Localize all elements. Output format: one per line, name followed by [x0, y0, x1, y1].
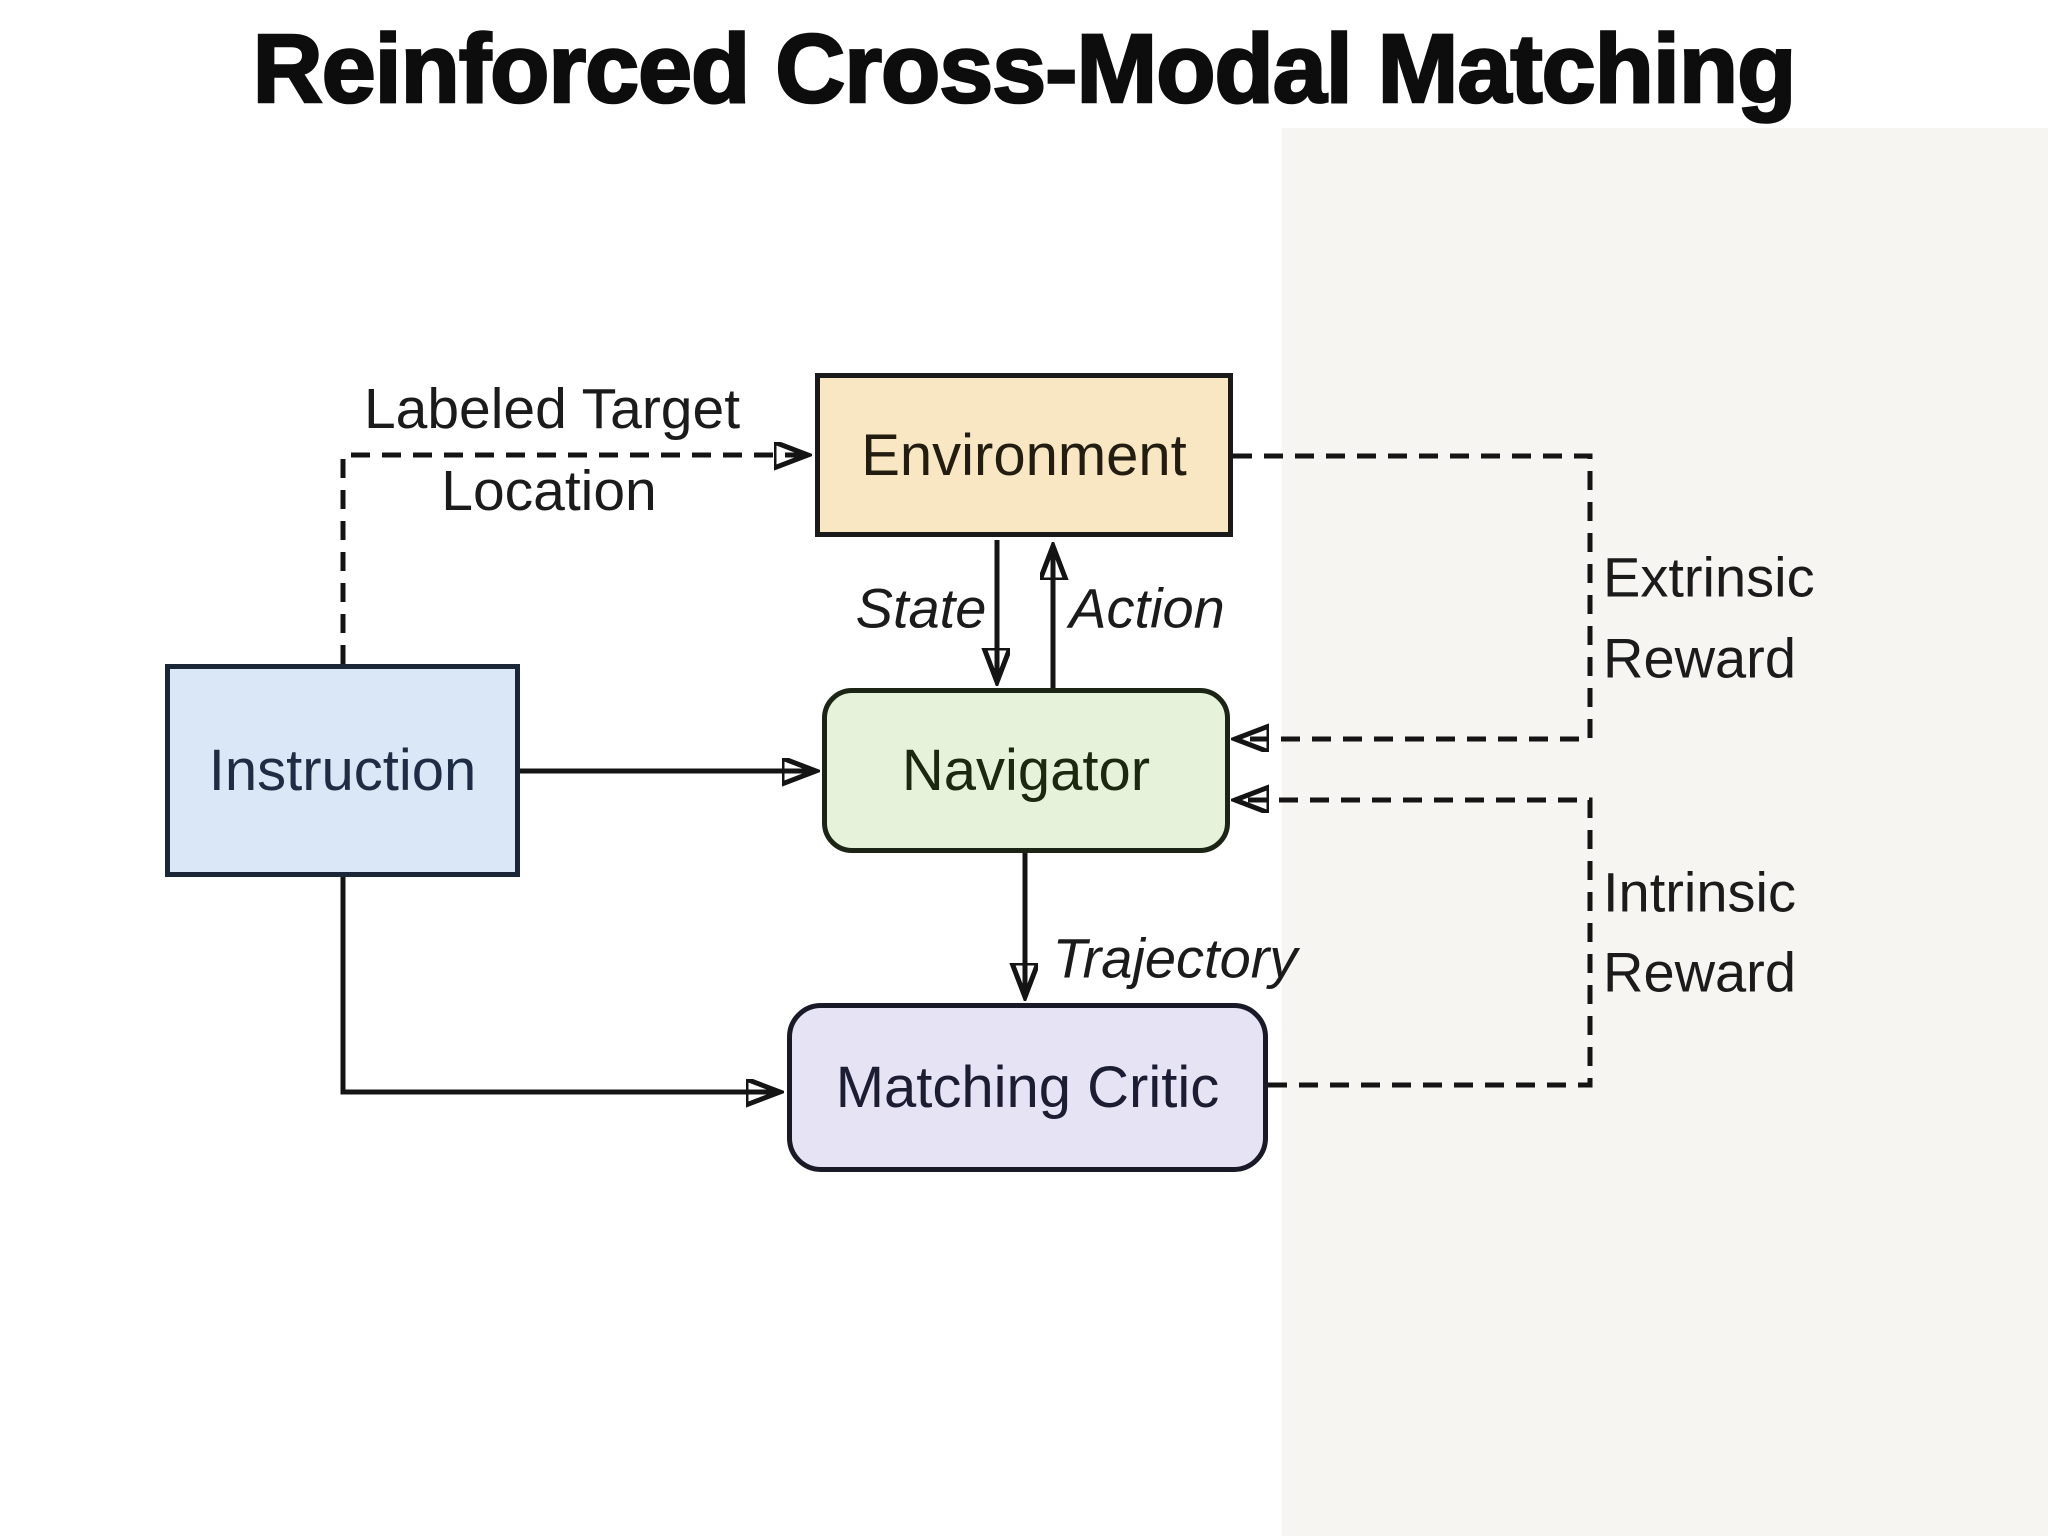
action-label: Action	[1069, 576, 1225, 640]
extrinsic-reward-label-line2: Reward	[1603, 626, 1796, 690]
state-label: State	[855, 576, 987, 640]
matching-critic-node: Matching Critic	[787, 1003, 1268, 1172]
intrinsic-reward-label-line1: Intrinsic	[1603, 860, 1796, 924]
instruction-node: Instruction	[165, 664, 520, 877]
labeled-target-label-line2: Location	[441, 459, 657, 523]
environment-label: Environment	[861, 422, 1187, 488]
edge-labeled-target-location	[340, 455, 807, 664]
labeled-target-label-line1: Labeled Target	[363, 377, 741, 441]
trajectory-label: Trajectory	[1052, 926, 1298, 990]
environment-node: Environment	[815, 373, 1233, 537]
intrinsic-reward-label-line2: Reward	[1603, 940, 1796, 1004]
navigator-label: Navigator	[901, 738, 1151, 803]
edge-instruction-matching-critic	[340, 877, 779, 1092]
diagram-title: Reinforced Cross-Modal Matching	[251, 14, 1797, 123]
extrinsic-reward-label-line1: Extrinsic	[1603, 545, 1815, 609]
background-tint	[1282, 128, 2048, 1536]
instruction-label: Instruction	[208, 738, 477, 803]
matching-critic-label: Matching Critic	[835, 1055, 1220, 1120]
edge-intrinsic-reward	[1236, 800, 1593, 1088]
edge-extrinsic-reward	[1233, 453, 1593, 739]
navigator-node: Navigator	[822, 688, 1230, 853]
